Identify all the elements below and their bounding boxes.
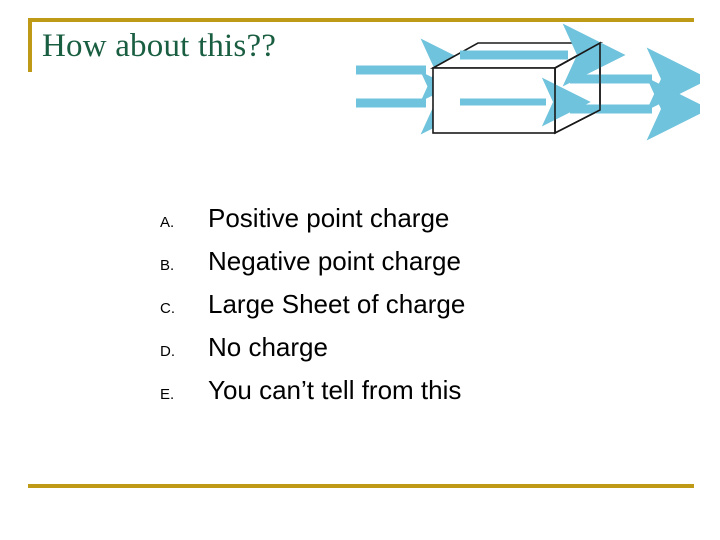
answer-text: Large Sheet of charge: [208, 289, 466, 319]
answer-text: You can’t tell from this: [208, 375, 462, 405]
top-gold-rule: [28, 18, 694, 22]
flux-box-figure: [350, 22, 700, 157]
list-item[interactable]: B. Negative point charge: [160, 246, 580, 289]
answer-text: Positive point charge: [208, 203, 450, 233]
box-right-edge-overlay: [554, 41, 601, 135]
answer-marker: A.: [160, 214, 175, 231]
list-item[interactable]: A. Positive point charge: [160, 203, 580, 246]
answer-marker: E.: [160, 386, 175, 403]
list-item[interactable]: D. No charge: [160, 332, 580, 375]
answer-marker: C.: [160, 300, 175, 317]
answer-choice-list: A. Positive point charge B. Negative poi…: [160, 203, 580, 418]
bottom-gold-rule: [28, 484, 694, 488]
list-item[interactable]: E. You can’t tell from this: [160, 375, 580, 418]
list-item[interactable]: C. Large Sheet of charge: [160, 289, 580, 332]
answer-text: No charge: [208, 332, 328, 362]
page-title: How about this??: [42, 28, 277, 64]
left-gold-rule: [28, 18, 32, 72]
answer-text: Negative point charge: [208, 246, 461, 276]
answer-marker: B.: [160, 257, 175, 274]
answer-marker: D.: [160, 343, 175, 360]
